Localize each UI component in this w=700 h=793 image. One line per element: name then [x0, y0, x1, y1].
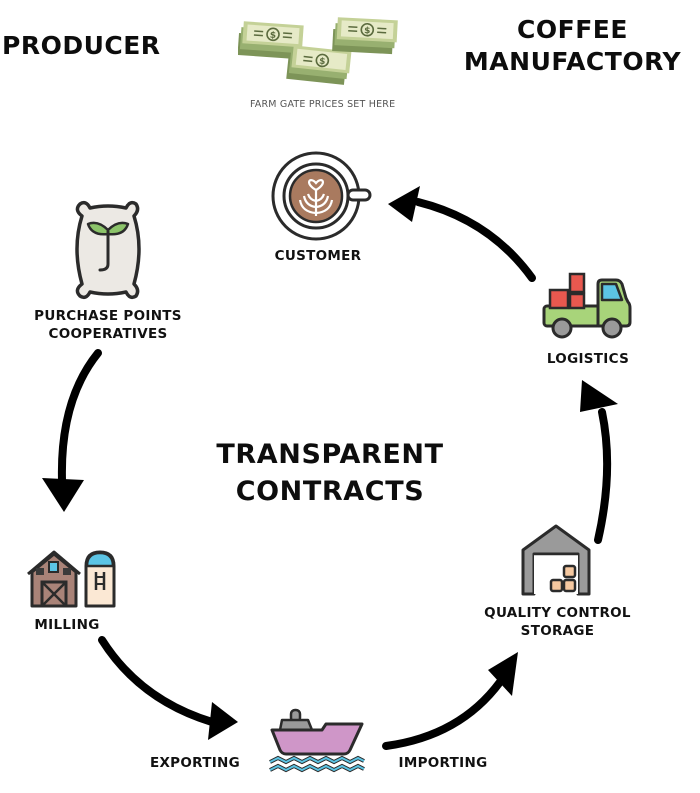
- arrow-milling-to-export: [98, 636, 238, 740]
- stage-label-purchase-points: PURCHASE POINTS COOPERATIVES: [18, 307, 198, 343]
- stage-label-customer: CUSTOMER: [274, 248, 362, 264]
- center-title-line1: TRANSPARENT: [216, 439, 444, 470]
- stage-label-importing: IMPORTING: [398, 755, 488, 771]
- seed-sack-icon: [68, 198, 148, 300]
- quality-control-line2: STORAGE: [520, 623, 595, 639]
- stage-label-quality-control: QUALITY CONTROL STORAGE: [470, 604, 645, 640]
- purchase-points-line1: PURCHASE POINTS: [34, 308, 182, 324]
- stage-label-milling: MILLING: [34, 617, 100, 633]
- barn-silo-icon: [24, 548, 120, 610]
- arrow-logistics-to-customer: [388, 186, 536, 282]
- svg-text:$: $: [269, 31, 276, 41]
- svg-text:$: $: [319, 57, 326, 68]
- purchase-points-line2: COOPERATIVES: [48, 326, 168, 342]
- transparent-contracts-title: TRANSPARENT CONTRACTS: [180, 436, 480, 510]
- money-stack-icon: $ $ $: [238, 15, 398, 85]
- svg-text:$: $: [364, 26, 371, 36]
- stage-label-logistics: LOGISTICS: [546, 351, 630, 367]
- center-title-line2: CONTRACTS: [235, 476, 425, 507]
- coffee-cup-icon: [270, 150, 372, 242]
- arrow-storage-to-logistics: [580, 380, 618, 544]
- quality-control-line1: QUALITY CONTROL: [484, 605, 631, 621]
- arrow-purchase-to-milling: [42, 349, 102, 512]
- warehouse-icon: [520, 522, 592, 598]
- delivery-truck-icon: [540, 270, 632, 342]
- coffee-manufactory-title: COFFEE MANUFACTORY: [445, 14, 700, 78]
- stage-label-exporting: EXPORTING: [149, 755, 241, 771]
- farm-gate-caption: FARM GATE PRICES SET HERE: [250, 99, 396, 110]
- arrow-import-to-storage: [382, 652, 518, 750]
- coffee-manufactory-line2: MANUFACTORY: [463, 47, 682, 76]
- cargo-ship-icon: [268, 706, 368, 776]
- coffee-manufactory-line1: COFFEE: [517, 15, 628, 44]
- producer-title: PRODUCER: [2, 31, 161, 60]
